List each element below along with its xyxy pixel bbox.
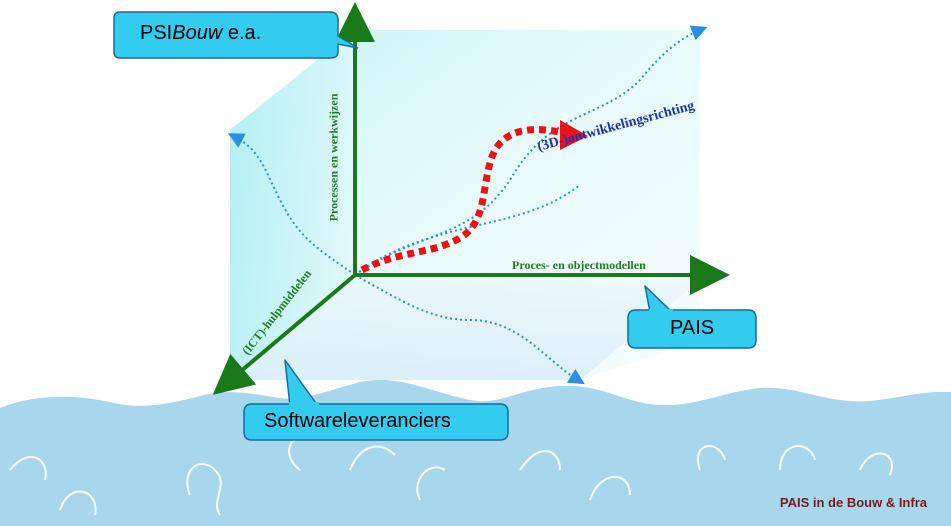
callout-psibouw-text: PSIBouw e.a. bbox=[140, 22, 261, 45]
axis-label-vertical: Processen en werkwijzen bbox=[326, 93, 341, 222]
callout-pais bbox=[627, 285, 757, 349]
callout-psibouw-suffix: e.a. bbox=[222, 22, 262, 44]
cube bbox=[230, 30, 700, 380]
callout-softwareleveranciers bbox=[243, 359, 509, 441]
callout-pais-text: PAIS bbox=[670, 317, 715, 339]
dotted-curve-mid bbox=[354, 184, 581, 276]
axis-label-horizontal: Proces- en objectmodellen bbox=[512, 258, 646, 272]
axes bbox=[212, 2, 730, 395]
callout-psibouw bbox=[113, 11, 359, 59]
dotted-curve-top-right bbox=[354, 25, 708, 276]
puzzle-background bbox=[0, 379, 951, 526]
callout-softwareleveranciers-text: Softwareleveranciers bbox=[264, 410, 451, 432]
callout-psibouw-italic: Bouw bbox=[172, 22, 223, 44]
red-direction-arrow bbox=[360, 120, 588, 274]
footer-text: PAIS in de Bouw & Infra bbox=[779, 495, 927, 510]
dotted-curves bbox=[227, 25, 708, 385]
callout-psibouw-prefix: PSI bbox=[140, 22, 173, 44]
diagonal-axis bbox=[212, 273, 357, 395]
